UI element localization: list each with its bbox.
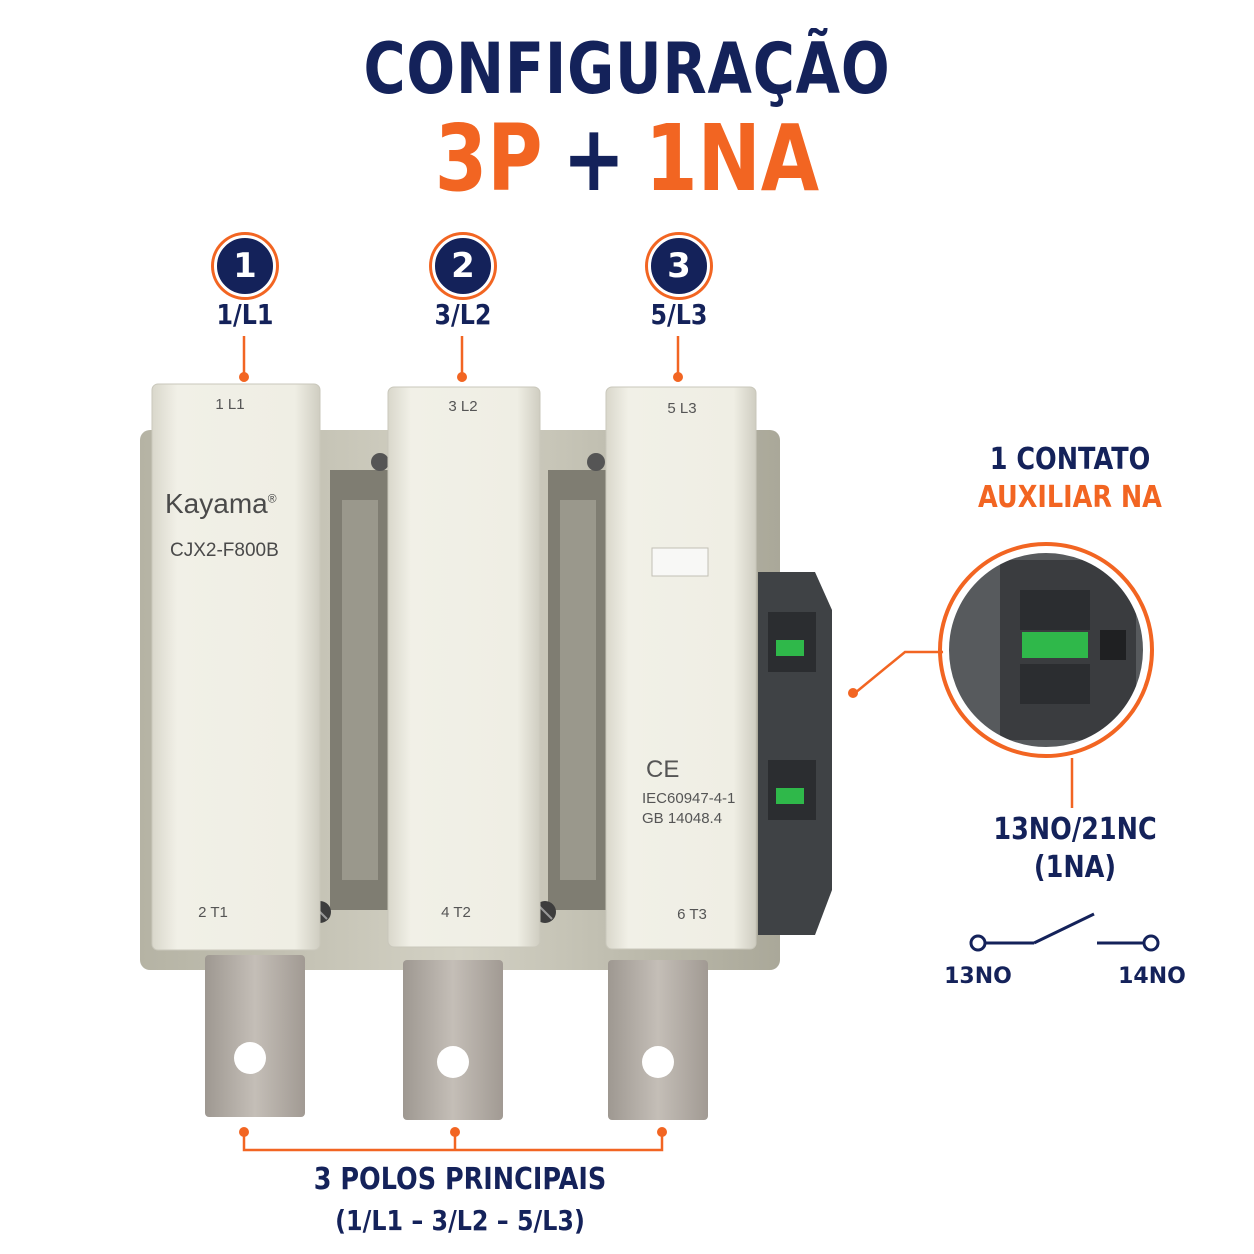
registered-mark: ® [267,491,277,506]
pole-2-top-mark: 3 L2 [448,398,478,415]
terminals [205,955,708,1120]
title-line2: 3P+1NA [113,105,1141,212]
pole-cover-3 [605,386,757,950]
aux-zoom-circle [938,542,1154,808]
model-number: CJX2-F800B [170,540,279,561]
aux-config-line1: 13NO/21NC [993,812,1157,847]
standard-1: IEC60947-4-1 [642,790,736,807]
pole-badge-2: 2 [432,235,494,297]
pole-3-bottom-mark: 6 T3 [677,906,707,923]
pole-label-2: 3/L2 [434,298,492,331]
ce-mark: CE [646,756,680,783]
main-poles-line2: (1/L1 – 3/L2 – 5/L3) [335,1204,585,1237]
aux-config-line2: (1NA) [1033,850,1117,885]
title-1na: 1NA [645,105,820,212]
pole-badge-1: 1 [214,235,276,297]
title-plus: + [562,105,626,212]
standard-2: GB 14048.4 [642,810,723,827]
pole-leader-lines [239,336,683,382]
title-3p: 3P [434,105,543,212]
pole-badge-3: 3 [648,235,710,297]
terminal-13no: 13NO [944,964,1012,989]
pole-3-top-mark: 5 L3 [667,400,697,417]
pole-cover-1 [151,383,321,951]
terminal-14no: 14NO [1118,964,1186,989]
main-poles-line1: 3 POLOS PRINCIPAIS [313,1162,607,1197]
pole-2-bottom-mark: 4 T2 [441,904,471,921]
auxiliary-block [758,572,832,935]
pole-1-bottom-mark: 2 T1 [198,904,228,921]
aux-leader-line [854,650,945,694]
pole-label-3: 5/L3 [650,298,708,331]
pole-label-1: 1/L1 [216,298,274,331]
pole-cover-2 [387,386,541,948]
no-contact-symbol [969,912,1160,952]
aux-title-line2: AUXILIAR NA [978,480,1162,515]
pole-1-top-mark: 1 L1 [215,396,245,413]
title-line1: CONFIGURAÇÃO [363,28,891,110]
bottom-bracket [239,1127,667,1152]
brand-logo: Kayama® [165,488,277,520]
aux-title-line1: 1 CONTATO [989,442,1151,477]
brand-name: Kayama [165,488,268,519]
